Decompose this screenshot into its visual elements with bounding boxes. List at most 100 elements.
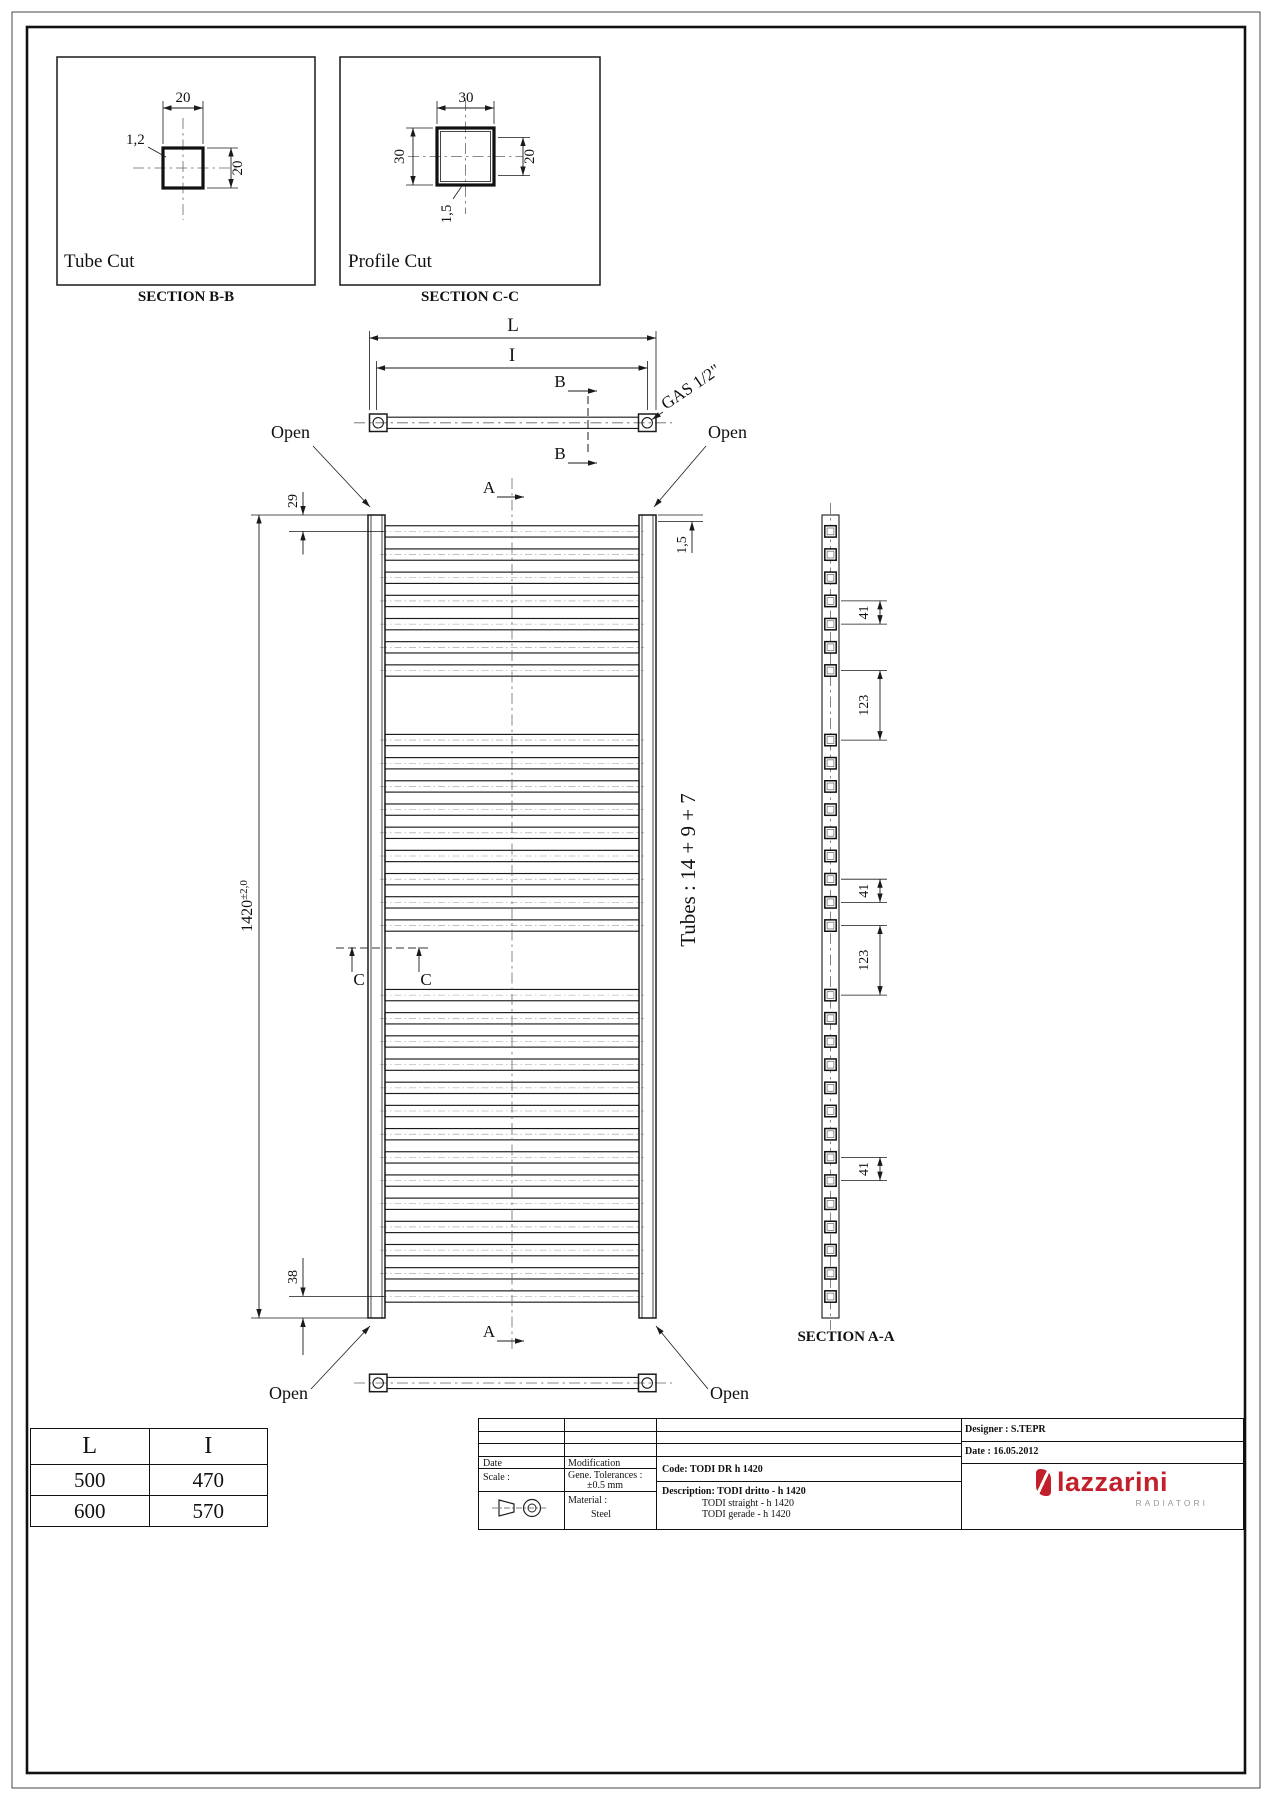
section-tube-square (824, 617, 837, 631)
section-tube-square (824, 895, 837, 909)
section-aa-strip (821, 514, 840, 1319)
bottom-view (354, 1373, 672, 1393)
section-tube-square-inner (826, 736, 835, 744)
section-bb-detail: 20 20 1,2 Tube Cut (56, 56, 316, 286)
section-tube-square-inner (826, 1269, 835, 1278)
section-tube-square-inner (826, 852, 835, 860)
section-tube-square (824, 524, 837, 538)
material-label: Material : (568, 1495, 608, 1506)
section-tube-square (824, 594, 837, 608)
top-dimensions: L I GAS 1/2" B B (369, 315, 724, 466)
section-tube-square (824, 988, 837, 1002)
aa-dim-pitch-1: 41 (857, 606, 872, 620)
scale-label: Scale : (483, 1472, 510, 1483)
section-aa-squares (824, 524, 837, 1303)
cc-dim-width: 30 (459, 90, 474, 106)
dim-wall-thickness: 1,5 (675, 536, 690, 554)
cc-title: Profile Cut (348, 251, 433, 272)
designer: Designer : S.TEPR (965, 1424, 1046, 1435)
section-tube-square (824, 1174, 837, 1188)
section-tube-square (824, 1266, 837, 1280)
section-c-marker-right: C (420, 970, 431, 989)
aa-dim-gap-2: 123 (857, 950, 872, 971)
section-tube-square-inner (826, 1060, 835, 1069)
sheet-frame (11, 11, 1261, 1789)
section-tube-square-inner (826, 921, 835, 930)
section-tube-square-inner (826, 1200, 835, 1208)
dim-overall-height: 1420±2,0 (238, 880, 256, 932)
left-bottom-tapping (372, 1377, 384, 1389)
section-tube-square-inner (826, 643, 835, 652)
section-tube-square (824, 803, 837, 817)
dim-overall-height-value: 1420 (239, 900, 256, 932)
section-tube-square-inner (826, 1223, 835, 1231)
section-tube-square (824, 826, 837, 840)
tube-cross-section (161, 146, 205, 190)
left-collector-top (368, 413, 388, 433)
tubes-count-label: Tubes : 14 + 9 + 7 (676, 793, 700, 947)
open-label-top-right: Open (708, 422, 747, 442)
gas-connection-label: GAS 1/2" (658, 360, 724, 413)
cc-dim-wall: 1,5 (439, 205, 455, 224)
front-view (367, 478, 657, 1352)
cc-caption: SECTION C-C (421, 289, 519, 305)
aa-caption: SECTION A-A (797, 1329, 894, 1345)
section-tube-square-inner (826, 574, 835, 582)
section-tube-square (824, 640, 837, 654)
section-c-marker-left: C (353, 970, 364, 989)
description-line3: TODI gerade - h 1420 (702, 1509, 791, 1520)
section-a-marker-top: A (483, 478, 496, 497)
size-table-header-row: L I (30, 1428, 268, 1465)
section-tube-square-inner (826, 805, 835, 814)
front-labels: Open Open Open Open 1420±2,0 29 38 1,5 T… (238, 422, 749, 1403)
title-block-divider (961, 1463, 1243, 1464)
lazzarini-logo-text: lazzarini (1056, 1467, 1169, 1497)
section-tube-square-inner (826, 1107, 835, 1115)
aa-dim-pitch-3: 41 (857, 1162, 872, 1176)
section-tube-square (824, 1058, 837, 1072)
left-collector-bottom (368, 1373, 388, 1393)
aa-dim-pitch-2: 41 (857, 884, 872, 898)
section-tube-square-inner (826, 666, 835, 675)
section-tube-square (824, 571, 837, 585)
title-block-divider (479, 1431, 961, 1432)
tolerances-value: ±0.5 mm (587, 1480, 624, 1491)
modification-label: Modification (568, 1458, 621, 1469)
dim-L-label: L (507, 315, 519, 336)
section-tube-square (824, 1243, 837, 1257)
dim-top-offset: 29 (286, 494, 301, 508)
section-tube-square (824, 1104, 837, 1118)
section-tube-square-inner (826, 759, 835, 767)
title-block-divider (961, 1419, 962, 1529)
title-block-divider (479, 1443, 961, 1444)
section-tube-square (824, 872, 837, 886)
description-line1: Description: TODI dritto - h 1420 (662, 1486, 806, 1497)
date-label: Date (483, 1458, 502, 1469)
left-collector (367, 514, 386, 1319)
section-tube-square (824, 1011, 837, 1025)
drawing-date: Date : 16.05.2012 (965, 1446, 1039, 1457)
title-block-divider (479, 1491, 656, 1492)
size-cell-l-row1: 500 (30, 1464, 150, 1496)
section-tube-square (824, 1035, 837, 1048)
bb-title: Tube Cut (64, 251, 135, 272)
section-tube-square-inner (826, 991, 835, 999)
section-tube-square-inner (826, 1130, 835, 1138)
section-tube-square (824, 733, 837, 747)
section-tube-square-inner (826, 1014, 835, 1023)
right-collector-top (637, 413, 657, 433)
section-tube-square (824, 756, 837, 770)
right-collector (638, 514, 657, 1319)
left-tapping (372, 417, 384, 429)
top-view (354, 396, 672, 452)
bb-caption: SECTION B-B (138, 289, 234, 305)
section-tube-square-inner (826, 620, 835, 628)
dim-bottom-offset: 38 (286, 1270, 301, 1284)
table-row: 500 470 (30, 1464, 268, 1496)
section-tube-square (824, 849, 837, 863)
section-tube-square-inner (826, 782, 835, 791)
title-block: Date Modification Scale : Gene. Toleranc… (478, 1418, 1244, 1530)
section-tube-square-inner (826, 1153, 835, 1162)
